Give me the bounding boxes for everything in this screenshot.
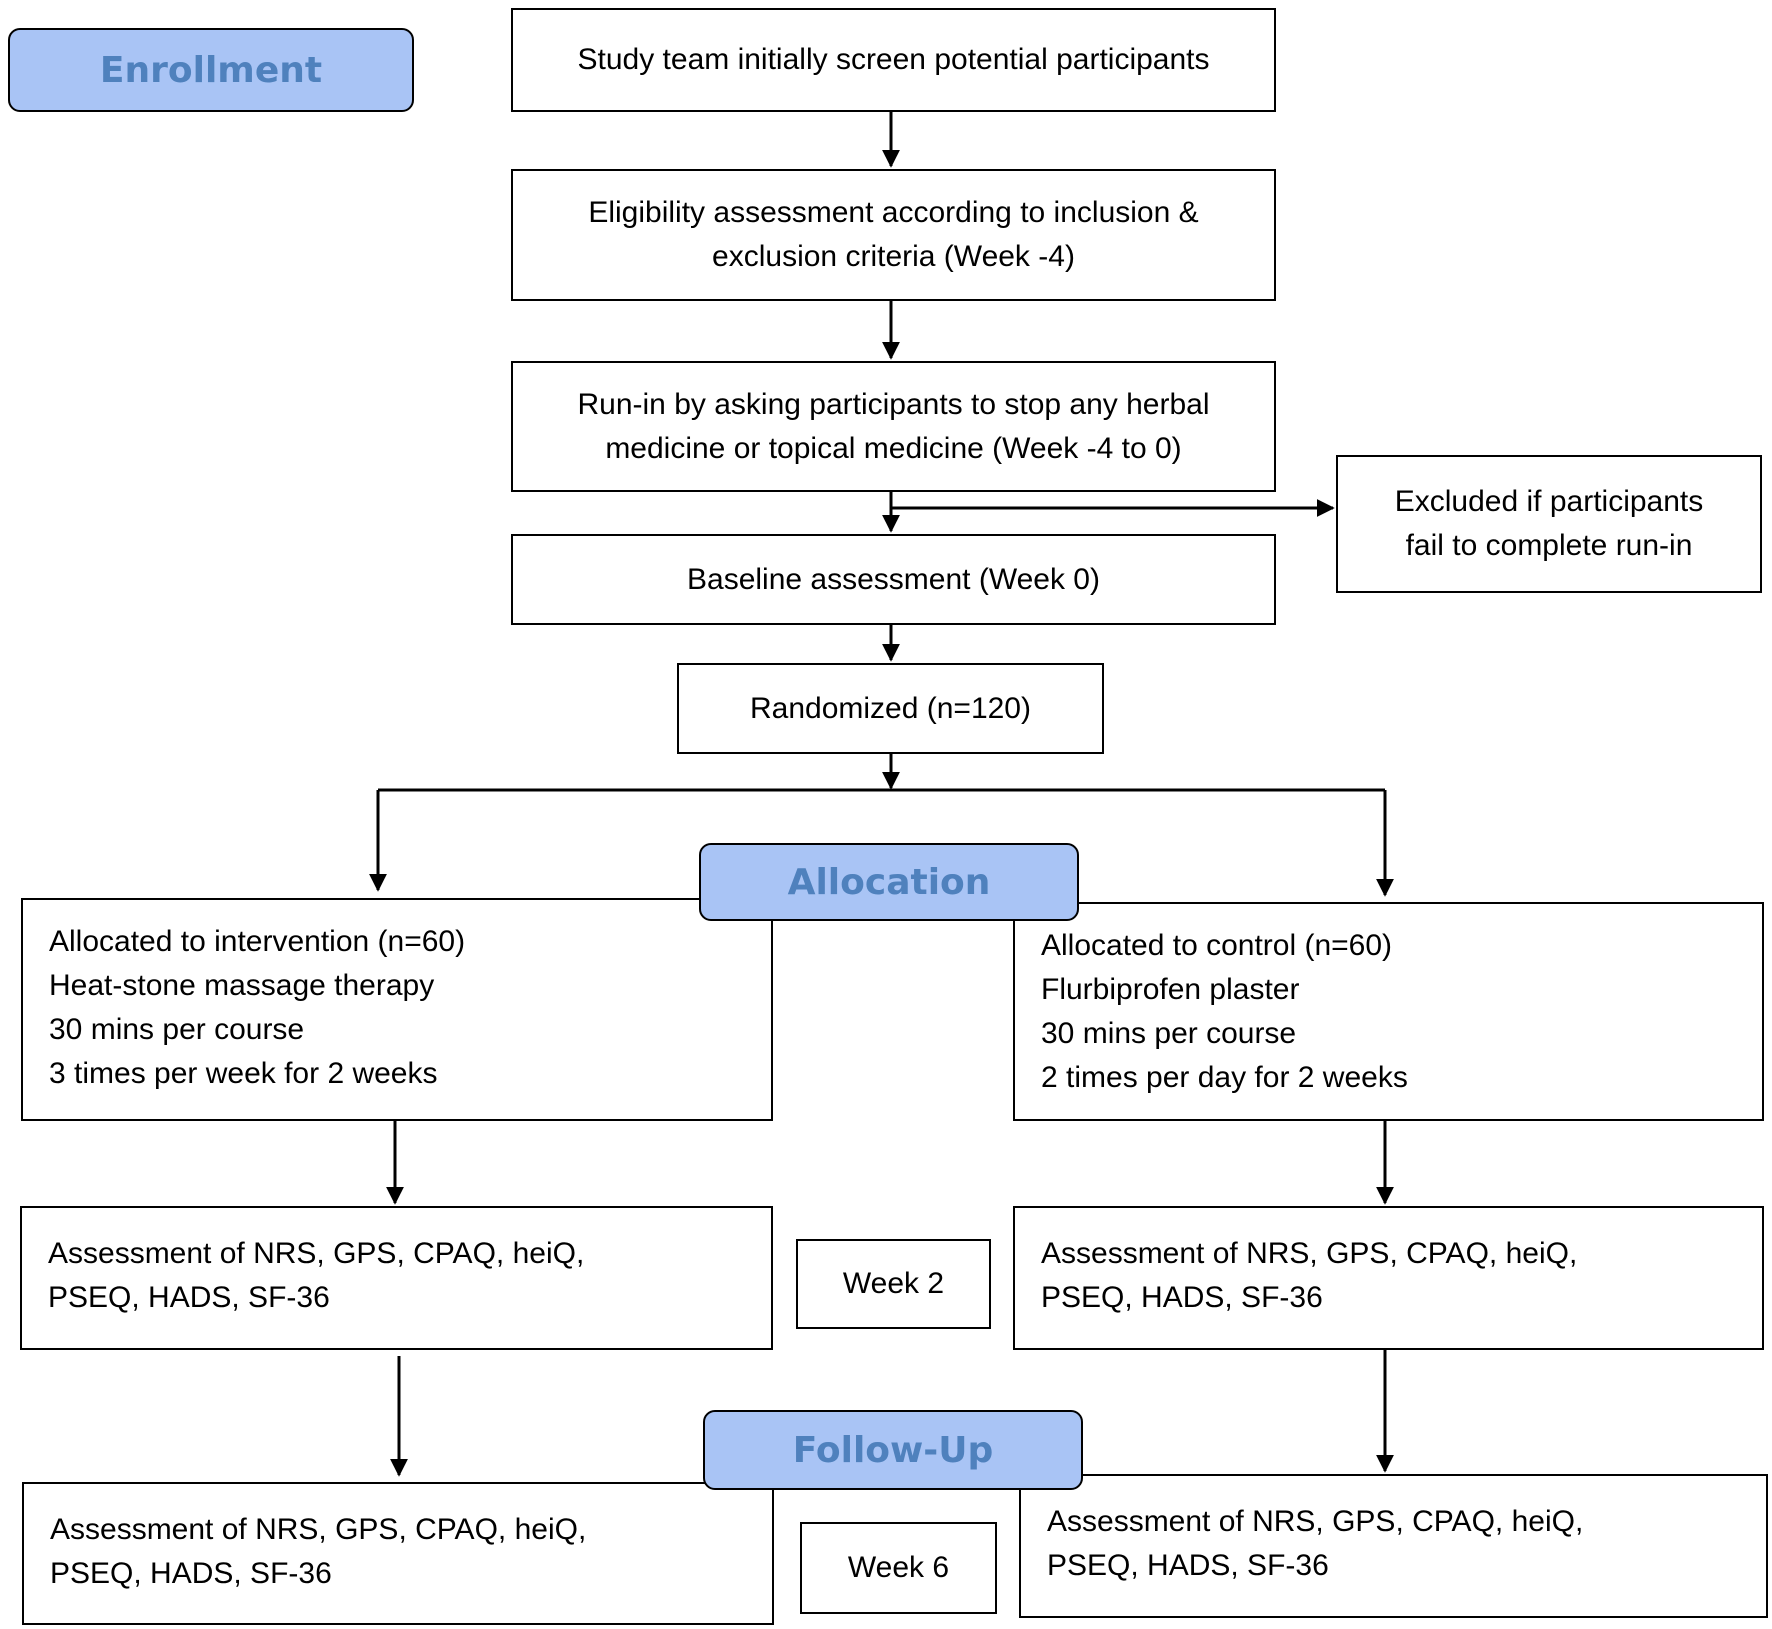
randomized-text: Randomized (n=120) <box>749 691 1031 725</box>
control-week2-line-1: Assessment of NRS, GPS, CPAQ, heiQ, <box>1041 1237 1578 1270</box>
intervention-allocation-box: Allocated to intervention (n=60) Heat-st… <box>21 898 773 1121</box>
eligibility-box: Eligibility assessment according to incl… <box>511 169 1276 301</box>
intervention-week6-assessment-box: Assessment of NRS, GPS, CPAQ, heiQ, PSEQ… <box>22 1482 774 1625</box>
randomized-box: Randomized (n=120) <box>677 663 1104 754</box>
control-week2-line-2: PSEQ, HADS, SF-36 <box>1041 1281 1323 1314</box>
intervention-allocation-line-4: 3 times per week for 2 weeks <box>49 1057 438 1090</box>
week6-timepoint-box: Week 6 <box>800 1522 997 1614</box>
baseline-text: Baseline assessment (Week 0) <box>687 562 1100 596</box>
follow-up-stage-label: Follow-Up <box>703 1410 1083 1490</box>
week6-timepoint-text: Week 6 <box>847 1551 950 1584</box>
control-week6-assessment-box: Assessment of NRS, GPS, CPAQ, heiQ, PSEQ… <box>1019 1474 1768 1618</box>
intervention-week6-line-2: PSEQ, HADS, SF-36 <box>50 1557 332 1590</box>
run-in-line-1: Run-in by asking participants to stop an… <box>577 387 1210 421</box>
control-allocation-line-4: 2 times per day for 2 weeks <box>1041 1061 1408 1094</box>
enrollment-stage-label: Enrollment <box>8 28 414 112</box>
control-allocation-line-1: Allocated to control (n=60) <box>1041 929 1393 962</box>
excluded-line-1: Excluded if participants <box>1394 485 1704 518</box>
control-week2-assessment-box: Assessment of NRS, GPS, CPAQ, heiQ, PSEQ… <box>1013 1206 1764 1350</box>
run-in-line-2: medicine or topical medicine (Week -4 to… <box>605 431 1182 465</box>
control-allocation-line-2: Flurbiprofen plaster <box>1041 973 1300 1006</box>
intervention-week2-line-2: PSEQ, HADS, SF-36 <box>48 1281 330 1314</box>
intervention-allocation-line-3: 30 mins per course <box>49 1013 305 1046</box>
excluded-line-2: fail to complete run-in <box>1405 529 1693 562</box>
excluded-box: Excluded if participants fail to complet… <box>1336 455 1762 593</box>
control-allocation-box: Allocated to control (n=60) Flurbiprofen… <box>1013 902 1764 1121</box>
screen-participants-box: Study team initially screen potential pa… <box>511 8 1276 112</box>
eligibility-line-1: Eligibility assessment according to incl… <box>588 196 1199 229</box>
control-allocation-line-3: 30 mins per course <box>1041 1017 1297 1050</box>
intervention-week2-assessment-box: Assessment of NRS, GPS, CPAQ, heiQ, PSEQ… <box>20 1206 773 1350</box>
control-week6-line-1: Assessment of NRS, GPS, CPAQ, heiQ, <box>1047 1505 1584 1538</box>
intervention-week6-line-1: Assessment of NRS, GPS, CPAQ, heiQ, <box>50 1513 587 1546</box>
week2-timepoint-box: Week 2 <box>796 1239 991 1329</box>
baseline-box: Baseline assessment (Week 0) <box>511 534 1276 625</box>
run-in-box: Run-in by asking participants to stop an… <box>511 361 1276 492</box>
eligibility-line-2: exclusion criteria (Week -4) <box>712 240 1075 273</box>
screen-participants-text: Study team initially screen potential pa… <box>577 43 1210 76</box>
intervention-week2-line-1: Assessment of NRS, GPS, CPAQ, heiQ, <box>48 1237 585 1270</box>
allocation-stage-label: Allocation <box>699 843 1079 921</box>
control-week6-line-2: PSEQ, HADS, SF-36 <box>1047 1549 1329 1582</box>
intervention-allocation-line-2: Heat-stone massage therapy <box>49 969 435 1002</box>
week2-timepoint-text: Week 2 <box>842 1267 945 1300</box>
intervention-allocation-line-1: Allocated to intervention (n=60) <box>49 925 466 958</box>
